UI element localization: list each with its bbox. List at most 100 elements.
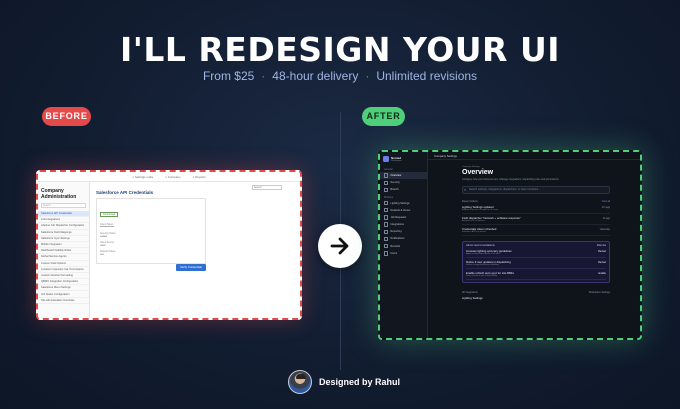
before-top-tabs: Settings Labs Company Reports bbox=[38, 172, 300, 182]
before-form-title: Salesforce API Credentials bbox=[96, 190, 154, 195]
recent-activity-row-title: Credentials token refreshed bbox=[462, 226, 497, 231]
after-nav-item: Job Requests bbox=[380, 214, 427, 221]
recommendation-row: Notice 3 new updates in dispatching Revie… bbox=[466, 258, 606, 269]
recent-activity-row-meta: 2m ago bbox=[602, 206, 610, 209]
after-main: Company Settings Overview Configure how … bbox=[462, 166, 610, 300]
recommendation-row-subtitle: Keep records in sync automatically bbox=[466, 274, 497, 277]
recent-activity-header: Recent Activity View all bbox=[462, 200, 610, 203]
recent-activity-row-title: Lighting Settings updated bbox=[462, 204, 494, 209]
after-nav-item: Lighting Settings bbox=[380, 200, 427, 207]
before-sidebar: Company Administration Search... Salesfo… bbox=[38, 182, 90, 318]
recommendations-dismiss: Dismiss bbox=[596, 243, 606, 247]
recent-activity-row-subtitle: Assigned to 4 technicians bbox=[462, 219, 485, 222]
before-title: Company Administration bbox=[41, 188, 77, 200]
recommendation-row-meta: Review bbox=[598, 261, 606, 264]
before-sidebar-item: Salesforce Field Mappings bbox=[38, 230, 89, 236]
before-top-tab: Reports bbox=[193, 175, 206, 179]
recommendation-row-title: Increase lighting accuracy guidelines bbox=[466, 248, 512, 253]
before-top-tab: Settings Labs bbox=[132, 175, 153, 179]
recommendations-heading: Admin recommendations bbox=[466, 243, 495, 247]
separator-dot: · bbox=[365, 69, 370, 83]
before-sidebar-search: Search... bbox=[41, 203, 86, 208]
before-field-label: Security Token bbox=[100, 232, 116, 235]
before-field-label: Client Secret bbox=[100, 241, 114, 244]
before-screenshot: Settings Labs Company Reports Search Com… bbox=[36, 170, 302, 320]
before-sidebar-item: Salesforce Sync Settings bbox=[38, 236, 89, 242]
recent-activity-row-meta: Yesterday bbox=[599, 228, 610, 231]
after-topbar: Company Settings bbox=[428, 152, 640, 160]
before-field-label: Refresh Token bbox=[100, 250, 116, 253]
before-main: Salesforce API Credentials Connected Cli… bbox=[96, 190, 206, 271]
before-sidebar-item: Site Administration Overrides bbox=[38, 298, 89, 304]
recent-activity-row-title: Field dispatcher "Network + software res… bbox=[462, 215, 521, 220]
recent-activity-row-text: Field dispatcher "Network + software res… bbox=[462, 216, 521, 222]
after-brand: Nomad Workspace bbox=[380, 152, 427, 166]
after-footer-left: All Integrations bbox=[462, 290, 478, 294]
after-footer-right: Workspace Settings bbox=[588, 290, 610, 294]
after-brand-sub: Workspace bbox=[391, 160, 402, 162]
recent-activity-row: Field dispatcher "Network + software res… bbox=[462, 214, 610, 225]
after-nav-item: Users bbox=[380, 250, 427, 257]
subline: From $25·48-hour delivery·Unlimited revi… bbox=[0, 69, 680, 83]
before-top-tab: Company bbox=[165, 175, 181, 179]
after-nav-item: Records bbox=[380, 243, 427, 250]
after-nav-item: Integrations bbox=[380, 221, 427, 228]
price-text: From $25 bbox=[202, 69, 255, 83]
recent-activity-row-meta: 1h ago bbox=[602, 217, 610, 220]
after-nav-item: Notifications bbox=[380, 235, 427, 242]
before-field-value: •••• bbox=[100, 253, 104, 256]
delivery-text: 48-hour delivery bbox=[272, 69, 359, 83]
recommendation-row-meta: Review bbox=[598, 250, 606, 253]
designer-name: Designed by Rahul bbox=[319, 377, 401, 387]
before-sidebar-item: QBWC Integration Configuration bbox=[38, 279, 89, 286]
before-badge: BEFORE bbox=[42, 107, 91, 126]
recommendation-row-meta: Enable bbox=[598, 272, 606, 275]
before-verify-button: Verify Credentials bbox=[176, 264, 206, 271]
recommendation-row-title: Enable refresh auto-sync for site RBFs bbox=[466, 270, 515, 275]
before-sidebar-item: Location Inspection Cat. Permissions bbox=[38, 267, 89, 273]
arrow-right-icon bbox=[318, 224, 362, 268]
recommendation-row-title: Notice 3 new updates in dispatching bbox=[466, 259, 511, 264]
before-status-tag: Connected bbox=[100, 212, 119, 217]
after-footer: All Integrations Workspace Settings bbox=[462, 291, 610, 294]
recent-activity-row-subtitle: Brightness presets changed for all zones bbox=[462, 208, 499, 211]
before-field-label: Client Token bbox=[100, 223, 114, 226]
before-field-value: •••••• bbox=[100, 244, 106, 247]
after-breadcrumb: Company Settings bbox=[462, 166, 480, 168]
headline: I'LL REDESIGN YOUR UI bbox=[119, 30, 561, 69]
before-field-value: ************** bbox=[100, 226, 115, 229]
before-field-value: •••••••• bbox=[100, 235, 108, 238]
after-nav-item: Security bbox=[380, 179, 427, 186]
avatar bbox=[288, 370, 312, 394]
brand-logo-icon bbox=[383, 156, 389, 162]
before-sidebar-item: Salesforce API Credentials bbox=[38, 211, 89, 218]
recommendations-panel: Admin recommendations Dismiss Increase l… bbox=[462, 240, 610, 283]
before-sidebar-item: Salesforce Menu Settings bbox=[38, 285, 89, 292]
recent-activity-heading: Recent Activity bbox=[462, 199, 478, 203]
before-sidebar-item: Custom Field Options bbox=[38, 261, 89, 267]
after-brand-name: Nomad bbox=[391, 156, 402, 160]
after-nav-heading: Modules bbox=[384, 195, 394, 199]
after-description: Configure how your business runs. Manage… bbox=[462, 177, 560, 181]
recent-view-all-link: View all bbox=[601, 199, 610, 203]
before-sidebar-item: Custom Number Formatting bbox=[38, 273, 89, 280]
recommendation-row-subtitle: Apply recommended profile to all sites bbox=[466, 252, 500, 255]
before-sidebar-item: Mobile Integration bbox=[38, 242, 89, 249]
after-badge: AFTER bbox=[362, 107, 405, 126]
arrow-right-icon bbox=[330, 237, 349, 255]
before-sidebar-item: Global Service Agents bbox=[38, 254, 89, 261]
after-footer-row: Lighting Settings bbox=[462, 295, 483, 300]
designer-credit: Designed by Rahul bbox=[288, 369, 400, 395]
before-sidebar-item: Lifetime Job Dispatcher Configuration bbox=[38, 223, 89, 230]
before-sidebar-item: Job Status Configuration bbox=[38, 291, 89, 298]
after-page-title: Overview bbox=[462, 169, 494, 176]
before-form: Connected Client Token************** Secu… bbox=[96, 198, 206, 271]
